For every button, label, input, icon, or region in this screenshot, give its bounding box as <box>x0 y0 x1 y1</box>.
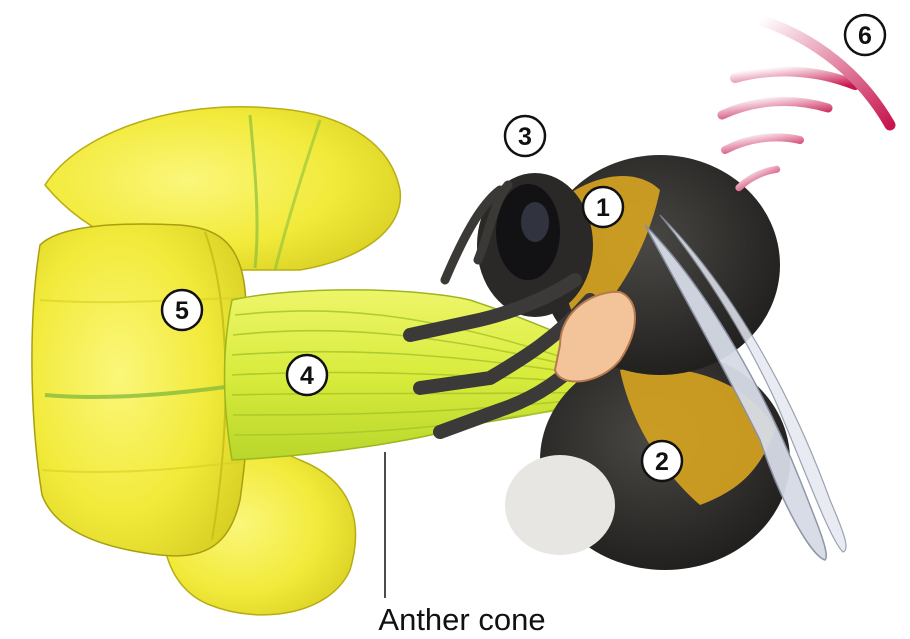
marker-2: 2 <box>642 441 682 481</box>
marker-3: 3 <box>505 116 545 156</box>
vibration-wave <box>737 169 778 187</box>
vibration-wave <box>722 101 828 115</box>
marker-1-label: 1 <box>596 194 610 222</box>
marker-3-label: 3 <box>518 123 532 151</box>
marker-1: 1 <box>583 187 623 227</box>
anther-cone-caption: Anther cone <box>378 602 545 637</box>
marker-5: 5 <box>162 290 202 330</box>
marker-6: 6 <box>845 15 885 55</box>
abdomen-tail-tip <box>505 455 615 555</box>
marker-5-label: 5 <box>175 297 189 325</box>
marker-6-label: 6 <box>858 22 872 50</box>
marker-2-label: 2 <box>655 448 669 476</box>
eye-highlight <box>521 202 549 242</box>
vibration-wave <box>725 137 800 150</box>
vibration-wave <box>735 71 855 85</box>
marker-4: 4 <box>287 355 327 395</box>
marker-4-label: 4 <box>300 362 314 390</box>
